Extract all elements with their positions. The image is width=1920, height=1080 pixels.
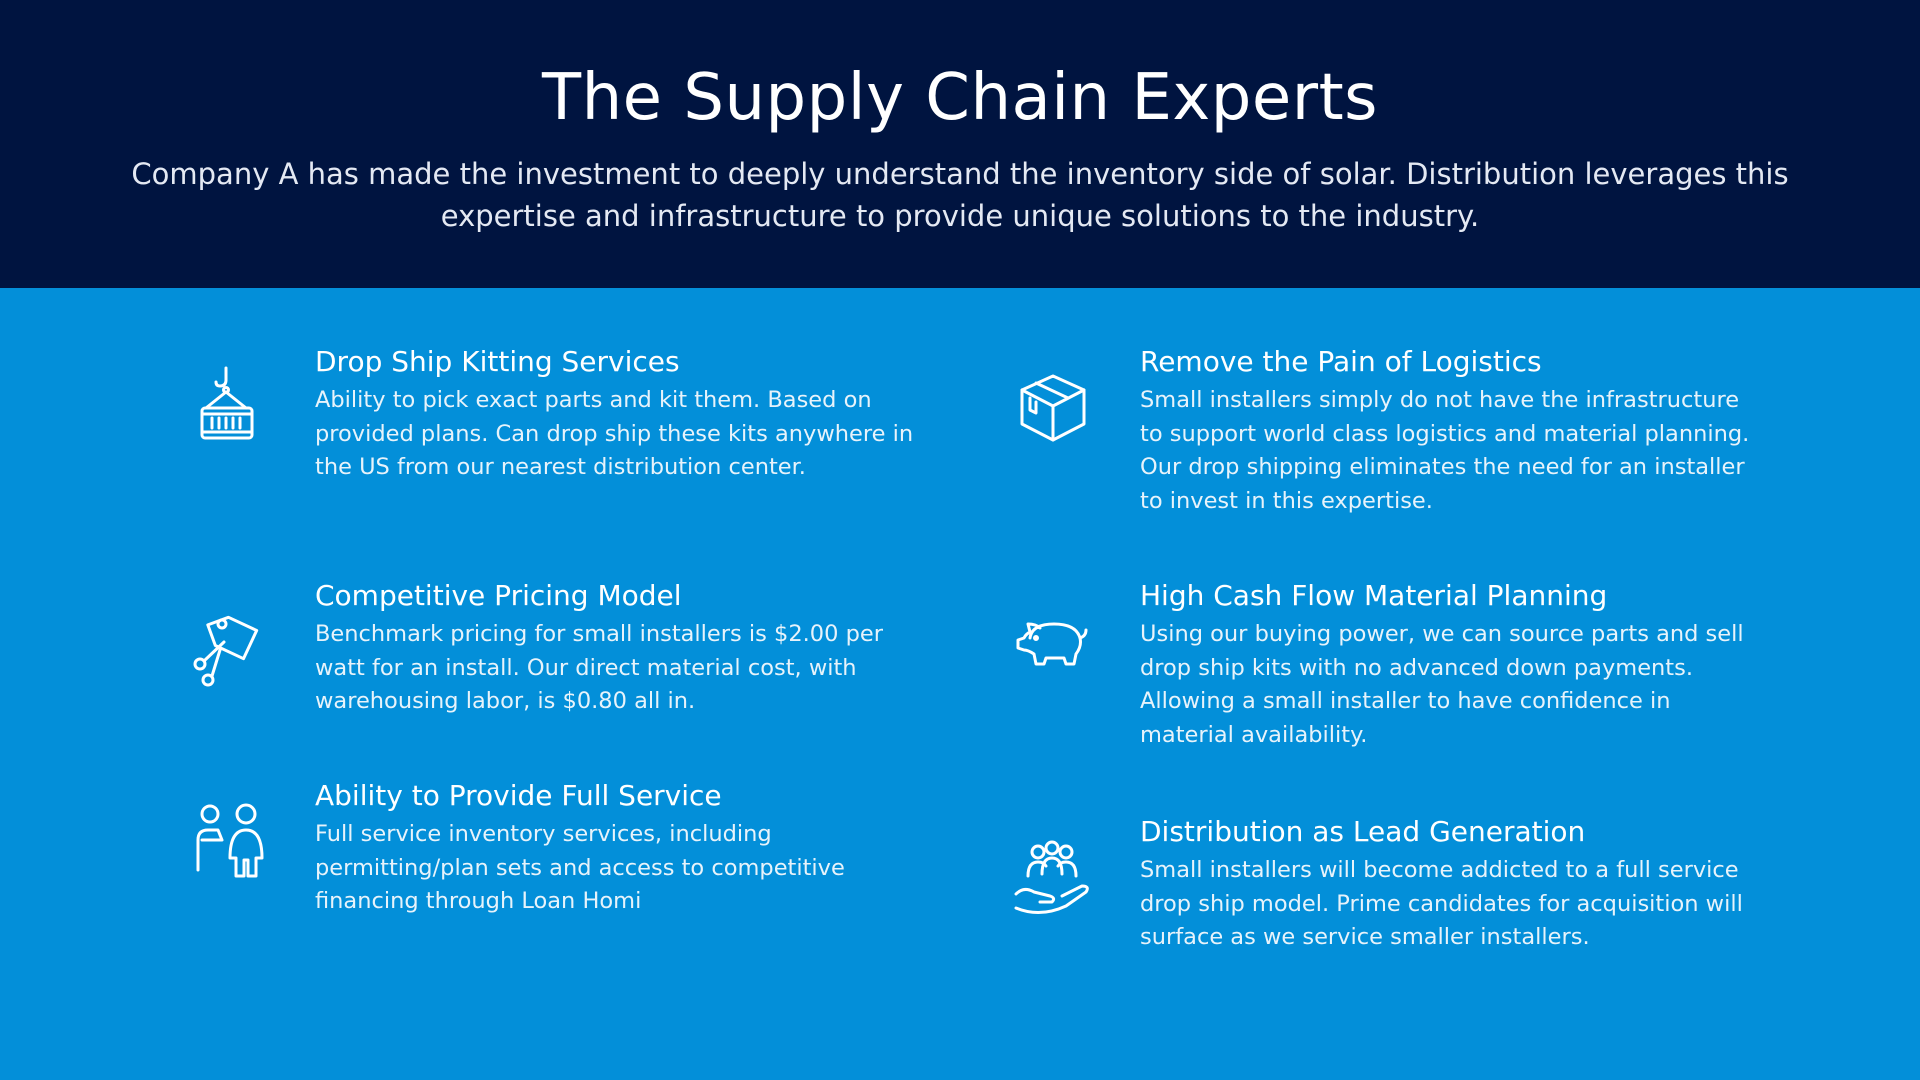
feature-remove-logistics-pain: Remove the Pain of Logistics Small insta… <box>1140 344 1750 518</box>
feature-description: Using our buying power, we can source pa… <box>1140 621 1744 748</box>
hand-people-icon <box>1010 836 1096 922</box>
feature-competitive-pricing: Competitive Pricing Model Benchmark pric… <box>315 578 925 719</box>
feature-description: Full service inventory services, includi… <box>315 821 845 914</box>
price-tag-scissors-icon <box>186 606 272 692</box>
page-subtitle: Company A has made the investment to dee… <box>131 157 1789 233</box>
container-crane-icon <box>186 364 272 450</box>
feature-title: Remove the Pain of Logistics <box>1140 345 1542 378</box>
feature-title: Competitive Pricing Model <box>315 579 682 612</box>
feature-full-service: Ability to Provide Full Service Full ser… <box>315 778 925 919</box>
feature-cash-flow-planning: High Cash Flow Material Planning Using o… <box>1140 578 1750 752</box>
feature-drop-ship-kitting: Drop Ship Kitting Services Ability to pi… <box>315 344 925 485</box>
feature-description: Small installers will become addicted to… <box>1140 857 1743 950</box>
service-people-icon <box>188 800 274 886</box>
feature-description: Benchmark pricing for small installers i… <box>315 621 883 714</box>
features-section: Drop Ship Kitting Services Ability to pi… <box>0 288 1920 1080</box>
feature-title: Drop Ship Kitting Services <box>315 345 680 378</box>
feature-description: Ability to pick exact parts and kit them… <box>315 387 914 480</box>
feature-title: Ability to Provide Full Service <box>315 779 722 812</box>
box-icon <box>1010 366 1096 452</box>
feature-title: Distribution as Lead Generation <box>1140 815 1586 848</box>
feature-title: High Cash Flow Material Planning <box>1140 579 1608 612</box>
feature-lead-generation: Distribution as Lead Generation Small in… <box>1140 814 1750 955</box>
feature-description: Small installers simply do not have the … <box>1140 387 1750 514</box>
piggy-bank-icon <box>1010 602 1096 688</box>
page-title: The Supply Chain Experts <box>541 61 1379 135</box>
header-banner: The Supply Chain Experts Company A has m… <box>0 0 1920 288</box>
